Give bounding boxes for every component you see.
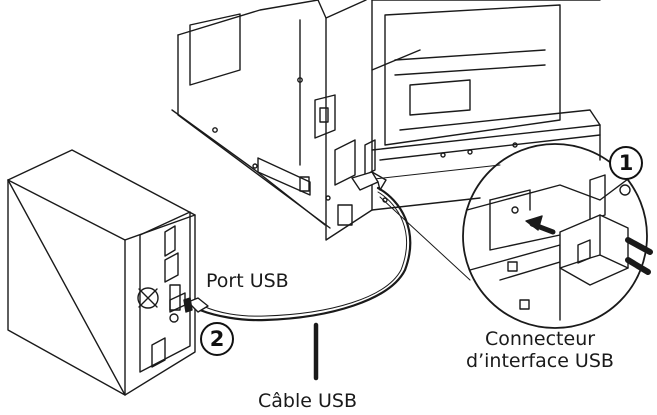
step-1-badge: 1 — [609, 146, 643, 180]
usb-interface-connector-label: Connecteur d’interface USB — [440, 328, 640, 372]
connector-zoom-inset — [462, 143, 653, 329]
printer — [171, 0, 601, 241]
connector-label-line-2: d’interface USB — [466, 350, 614, 372]
step-2-badge: 2 — [200, 322, 234, 356]
computer-usb-plug — [183, 297, 209, 313]
connector-label-line-1: Connecteur — [484, 328, 596, 350]
usb-cable-label: Câble USB — [258, 390, 357, 412]
printer-usb-plug — [351, 171, 387, 191]
usb-port-label: Port USB — [206, 270, 289, 292]
usb-cable — [198, 186, 412, 322]
zoom-leader-lines — [364, 164, 501, 281]
computer-tower — [7, 149, 196, 396]
